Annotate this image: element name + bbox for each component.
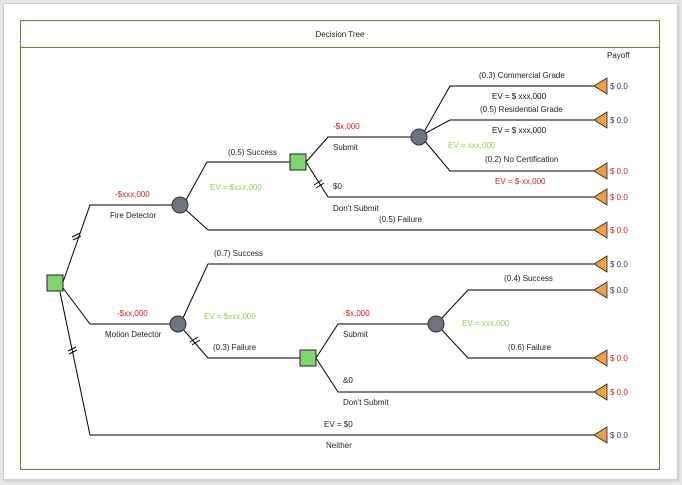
edge-fire-failure: [185, 209, 596, 231]
payoff-header: Payoff: [607, 51, 630, 60]
edge-fire-detector: [62, 204, 180, 283]
fire-dont-submit-cost: $0: [333, 182, 342, 191]
edge-motion-detector: [62, 287, 178, 325]
tree-edges: [59, 85, 596, 436]
neither-label: Neither: [326, 441, 352, 450]
terminal-node[interactable]: [593, 188, 608, 206]
prune-mark-motion-failure: [189, 336, 201, 346]
fire-detector-label: Fire Detector: [110, 211, 157, 220]
commercial-ev: EV = $ xxx,000: [492, 92, 547, 101]
decision-node-motion-certify[interactable]: [299, 349, 317, 367]
payoff-value: $ 0.0: [610, 116, 628, 125]
motion-submit-label: Submit: [343, 330, 369, 339]
terminal-node[interactable]: [593, 221, 608, 239]
edge-fire-submit: [305, 136, 419, 163]
payoff-value: $ 0.0: [610, 431, 628, 440]
edge-commercial: [423, 85, 596, 133]
fire-failure-label: (0.5) Failure: [379, 215, 423, 224]
prune-mark-fire: [71, 232, 82, 241]
fire-dont-submit-label: Don't Submit: [333, 204, 379, 213]
terminal-nodes: [593, 77, 608, 444]
chance-node-fire[interactable]: [171, 196, 189, 214]
payoff-value: $ 0.0: [610, 388, 628, 397]
payoff-value: $ 0.0: [610, 286, 628, 295]
diagram-frame: Decision Tree: [20, 20, 660, 470]
edge-motion-failure: [181, 327, 300, 359]
terminal-node[interactable]: [593, 162, 608, 180]
motion-cert-ev: EV = xxx,000: [462, 319, 510, 328]
terminal-node[interactable]: [593, 383, 608, 401]
payoff-value: $ 0.0: [610, 354, 628, 363]
edge-no-cert: [423, 139, 596, 172]
edge-residential: [423, 119, 596, 135]
terminal-node[interactable]: [593, 349, 608, 367]
motion-detector-label: Motion Detector: [105, 330, 162, 339]
prune-mark-fire-dont-submit: [313, 179, 325, 189]
residential-ev: EV = $ xxx,000: [492, 126, 547, 135]
edge-motion-dont-submit: [315, 357, 596, 393]
motion-success-label: (0.7) Success: [214, 249, 263, 258]
no-cert-ev: EV = $-xx,000: [495, 177, 546, 186]
edge-motion-cert-failure: [439, 327, 596, 359]
motion-submit-cost: -$x,000: [343, 309, 370, 318]
no-cert-label: (0.2) No Certification: [485, 155, 558, 164]
decision-node-root[interactable]: [46, 274, 64, 292]
chance-node-fire-cert[interactable]: [410, 128, 428, 146]
edge-motion-submit: [315, 323, 436, 359]
motion-cert-success-label: (0.4) Success: [504, 274, 553, 283]
payoff-value: $ 0.0: [610, 226, 628, 235]
fire-success-label: (0.5) Success: [228, 148, 277, 157]
terminal-node[interactable]: [593, 77, 608, 95]
decision-node-fire-certify[interactable]: [289, 153, 307, 171]
terminal-node[interactable]: [593, 281, 608, 299]
terminal-node[interactable]: [593, 255, 608, 273]
neither-ev: EV = $0: [324, 420, 353, 429]
payoff-value: $ 0.0: [610, 193, 628, 202]
commercial-label: (0.3) Commercial Grade: [479, 71, 565, 80]
terminal-node[interactable]: [593, 426, 608, 444]
edge-neither: [59, 291, 596, 436]
motion-ev: EV = $xxx,000: [204, 312, 256, 321]
diagram-title: Decision Tree: [21, 21, 659, 48]
fire-detector-cost: -$xxx,000: [115, 190, 150, 199]
motion-dont-submit-cost: &0: [343, 376, 353, 385]
fire-submit-label: Submit: [333, 143, 359, 152]
fire-ev: EV = $xxx,000: [210, 183, 262, 192]
edge-fire-dont-submit: [305, 161, 596, 198]
edge-fire-success: [185, 161, 298, 201]
payoff-value: $ 0.0: [610, 167, 628, 176]
edge-motion-cert-success: [439, 289, 596, 321]
residential-label: (0.5) Residential Grade: [480, 105, 563, 114]
motion-detector-cost: -$xx,000: [117, 309, 148, 318]
fire-cert-ev: EV = xxx,000: [448, 141, 496, 150]
payoff-value: $ 0.0: [610, 82, 628, 91]
motion-dont-submit-label: Don't Submit: [343, 398, 389, 407]
edge-motion-success: [181, 263, 596, 321]
motion-failure-label: (0.3) Failure: [213, 343, 257, 352]
fire-submit-cost: -$x,000: [333, 122, 360, 131]
diagram-window: Decision Tree: [3, 3, 678, 480]
payoff-value: $ 0.0: [610, 260, 628, 269]
motion-cert-failure-label: (0.6) Failure: [508, 343, 552, 352]
chance-node-motion-cert[interactable]: [427, 315, 445, 333]
terminal-node[interactable]: [593, 111, 608, 129]
chance-node-motion[interactable]: [169, 315, 187, 333]
prune-mark-neither: [67, 346, 78, 355]
